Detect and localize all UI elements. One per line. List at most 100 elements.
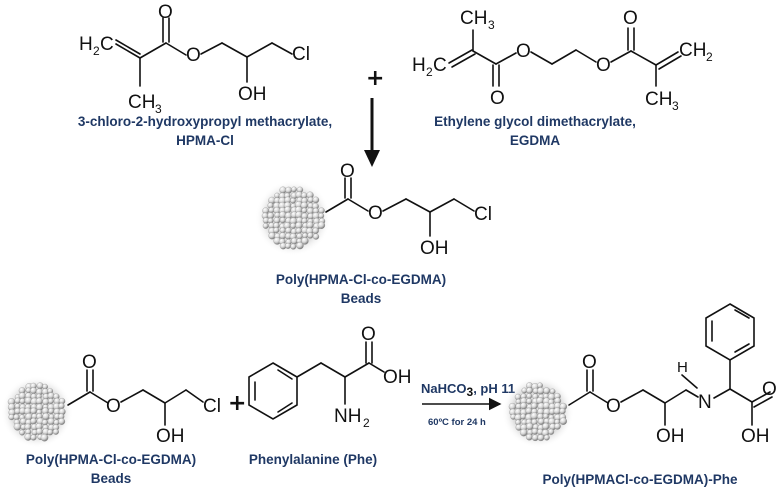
- bead-particle: [36, 382, 44, 390]
- bead-particle: [318, 207, 325, 214]
- atom-carbonyl-o: O: [82, 352, 97, 373]
- bead-particle: [520, 413, 527, 420]
- phe-name: Phenylalanine (Phe): [249, 452, 377, 467]
- bead-particle: [19, 429, 25, 436]
- atom-ch3-3-b: 3: [672, 99, 679, 113]
- bead-particle: [542, 413, 549, 420]
- bead-particle: [526, 398, 533, 405]
- beads-label-bottom: Beads: [91, 471, 132, 486]
- condition-temperature: 60ºC for 24 h: [428, 417, 486, 428]
- bead-particle: [526, 387, 533, 394]
- bead-particle: [268, 207, 275, 214]
- bead-particle: [290, 197, 296, 204]
- hpma-cl-abbrev: HPMA-Cl: [176, 133, 234, 148]
- beads-name-bottom: Poly(HPMA-Cl-co-EGDMA): [26, 452, 196, 467]
- beads-structure-bottom: O O OH Cl: [1, 352, 221, 448]
- beads-label: Beads: [341, 291, 382, 306]
- bead-particle: [47, 417, 55, 426]
- bead-particle: [537, 434, 545, 442]
- bead-particle: [290, 222, 297, 229]
- atom-acid-o: O: [762, 379, 777, 400]
- bead-particle: [559, 417, 567, 425]
- bead-particle: [526, 393, 533, 400]
- atom-ch2-ch: CH: [679, 40, 706, 61]
- atom-ch3-ch: CH: [128, 92, 155, 113]
- final-product-structure: O O OH H N O OH: [502, 303, 777, 448]
- polymerization-arrow: [364, 98, 380, 167]
- bead-particle: [35, 397, 43, 405]
- bead-particle: [52, 428, 59, 435]
- bead-particle: [312, 233, 320, 240]
- bead-particle: [291, 186, 297, 193]
- bead-particle: [296, 233, 303, 240]
- atom-ester-o: O: [186, 45, 201, 66]
- atom-ch2-2: 2: [706, 50, 713, 64]
- bead-particle: [307, 232, 314, 239]
- bead-particle: [525, 407, 533, 415]
- atom-oh: OH: [656, 426, 685, 447]
- phenylalanine-structure: NH 2 O OH: [248, 324, 412, 430]
- atom-ester-o: O: [368, 203, 383, 224]
- bead-particle: [30, 417, 37, 425]
- atom-ester-o: O: [516, 41, 531, 62]
- final-product-name: Poly(HPMACl-co-EGDMA)-Phe: [543, 472, 738, 487]
- bead-particle: [306, 221, 314, 229]
- atom-ester-o-2: O: [596, 55, 611, 76]
- atom-ester-o: O: [106, 396, 121, 417]
- bead-particle: [520, 402, 528, 410]
- atom-oh: OH: [156, 426, 185, 447]
- atom-ch3-3: 3: [488, 18, 495, 32]
- atom-cl: Cl: [203, 396, 221, 417]
- egdma-name: Ethylene glycol dimethacrylate,: [434, 114, 636, 129]
- bead-particle: [543, 434, 550, 441]
- bead-particle: [285, 186, 293, 194]
- bead-particle: [543, 387, 551, 395]
- condition-reagent: NaHCO3, pH 11: [421, 381, 515, 399]
- atom-h2c-2: 2: [93, 44, 100, 58]
- atom-h2c-c: C: [433, 55, 447, 76]
- bead-particle: [35, 428, 43, 436]
- plus-sign: +: [366, 66, 384, 91]
- atom-nh2-2: 2: [363, 416, 370, 430]
- bead-particle: [312, 196, 320, 204]
- bead-particle: [531, 434, 539, 442]
- bead-particle: [531, 428, 539, 435]
- bead-particle: [526, 422, 534, 431]
- atom-carbonyl-o-2: O: [623, 8, 638, 29]
- atom-amine-h: H: [677, 359, 688, 376]
- bead-particle: [290, 243, 297, 250]
- bead-particle: [317, 221, 326, 229]
- bead-particle: [30, 434, 37, 441]
- atom-ch3-ch-b: CH: [645, 89, 672, 110]
- bead-particle: [295, 227, 302, 234]
- bead-particle: [48, 398, 54, 405]
- bead-particle: [42, 398, 50, 406]
- atom-carbonyl-o: O: [340, 161, 355, 182]
- atom-amine-n: N: [698, 392, 712, 413]
- bead-particle: [312, 227, 319, 235]
- bead-particle: [525, 433, 533, 441]
- atom-carbonyl-o: O: [582, 352, 597, 373]
- atom-oh: OH: [238, 84, 267, 105]
- bead-particle: [41, 419, 48, 426]
- bead-particle: [13, 423, 22, 431]
- beads-structure-middle: O O OH Cl: [255, 161, 492, 259]
- atom-h2c-h: H: [412, 55, 426, 76]
- bead-particle: [559, 407, 566, 415]
- atom-h2c-h: H: [79, 34, 93, 55]
- atom-acid-oh: OH: [383, 367, 412, 388]
- bead-particle: [19, 398, 26, 405]
- plus-sign-2: +: [228, 391, 246, 416]
- polymer-bead: [261, 186, 326, 250]
- bead-particle: [285, 242, 291, 249]
- bead-particle: [13, 413, 20, 421]
- bead-particle: [530, 402, 538, 410]
- egdma-abbrev: EGDMA: [510, 133, 561, 148]
- hpma-cl-structure: H 2 C CH 3 O O OH Cl: [79, 2, 310, 116]
- atom-ester-o: O: [606, 396, 621, 417]
- atom-h2c-2: 2: [426, 65, 433, 79]
- atom-carbonyl-o: O: [158, 2, 173, 23]
- bead-particle: [279, 217, 286, 224]
- atom-carbonyl-o: O: [490, 88, 505, 109]
